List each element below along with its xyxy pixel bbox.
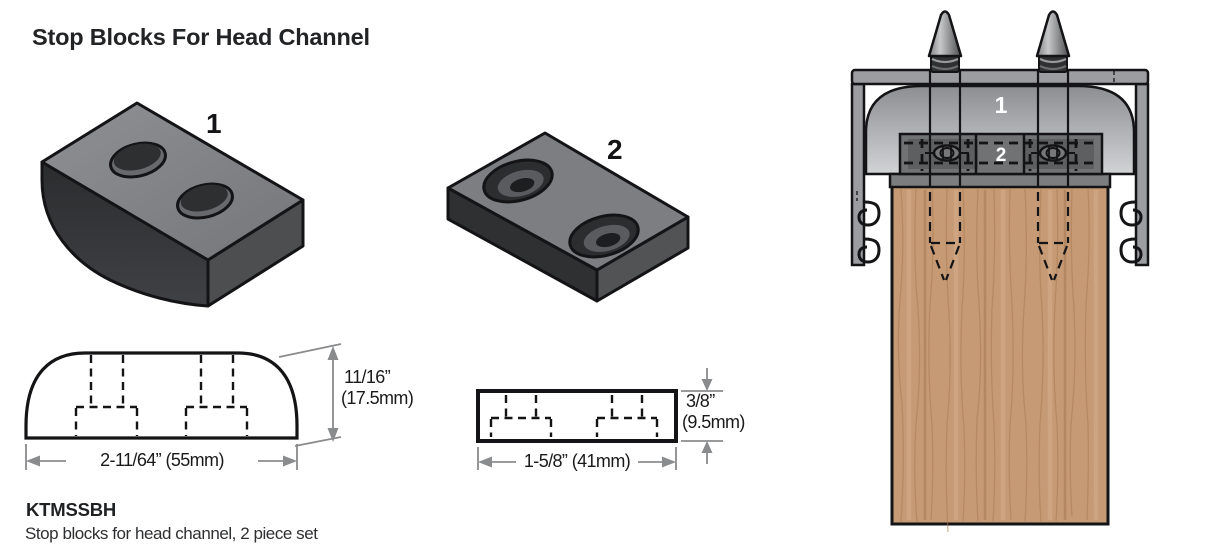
iso-block1-label: 1	[206, 108, 222, 139]
screw-head-right	[1031, 144, 1075, 162]
assembly-block1-label: 1	[995, 92, 1008, 118]
channel-hook-left-lower	[857, 237, 881, 264]
block2-dimension-arrows	[478, 379, 713, 468]
screw-hidden-outline-left	[928, 192, 962, 281]
product-description: Stop blocks for head channel, 2 piece se…	[25, 524, 318, 543]
block2-counterbore-dashes	[904, 139, 1098, 171]
iso-block2-label: 2	[607, 134, 623, 165]
stop-block-2-body	[446, 131, 690, 303]
channel-hook-right-upper	[1119, 200, 1143, 227]
page-title: Stop Blocks For Head Channel	[32, 24, 370, 50]
assembly-diagram: 1 2	[850, 10, 1150, 533]
screw-hidden-outline-right	[1036, 192, 1070, 281]
profile-drawing-block2	[476, 368, 723, 470]
block2-height-inches: 3/8”	[686, 391, 715, 411]
assembly-block2-label: 2	[996, 145, 1007, 166]
block2-dimension-lines	[477, 368, 723, 470]
wood-panel	[890, 184, 1110, 533]
wood-grain-lines	[897, 188, 1090, 533]
stop-block-1-holes	[109, 141, 234, 220]
block1-dimension-arrows	[26, 346, 339, 467]
centerline-marks	[856, 71, 1115, 201]
head-channel-profile	[850, 68, 1150, 267]
channel-hook-left-upper	[857, 200, 881, 227]
stop-block-1-body	[40, 101, 305, 308]
iso-block1-figure	[40, 101, 305, 308]
channel-lip-strip	[888, 172, 1112, 189]
iso-block2-figure	[446, 131, 690, 303]
block2-hidden-hole-lines	[489, 395, 659, 437]
block1-profile-outline	[24, 351, 299, 440]
block2-width-dimension: 1-5/8” (41mm)	[518, 452, 636, 471]
screw-tip-left	[927, 10, 963, 73]
block1-hidden-hole-lines	[74, 355, 249, 436]
block1-height-inches: 11/16”	[344, 367, 391, 387]
profile-drawing-block1	[24, 343, 342, 470]
wood-grain-light	[906, 190, 1099, 520]
channel-hook-right-lower	[1119, 237, 1143, 264]
block1-height-mm: (17.5mm)	[341, 388, 414, 408]
block2-profile-outline	[476, 389, 678, 443]
wood-grain-dark	[923, 190, 1067, 520]
screw-head-left	[925, 144, 969, 162]
block2-height-mm: (9.5mm)	[682, 412, 745, 432]
stop-block-2-holes	[482, 158, 640, 259]
product-code: KTMSSBH	[26, 499, 117, 520]
block1-width-dimension: 2-11/64” (55mm)	[95, 451, 229, 470]
screw-shank-lines	[928, 70, 1070, 187]
screw-tip-right	[1035, 10, 1071, 73]
